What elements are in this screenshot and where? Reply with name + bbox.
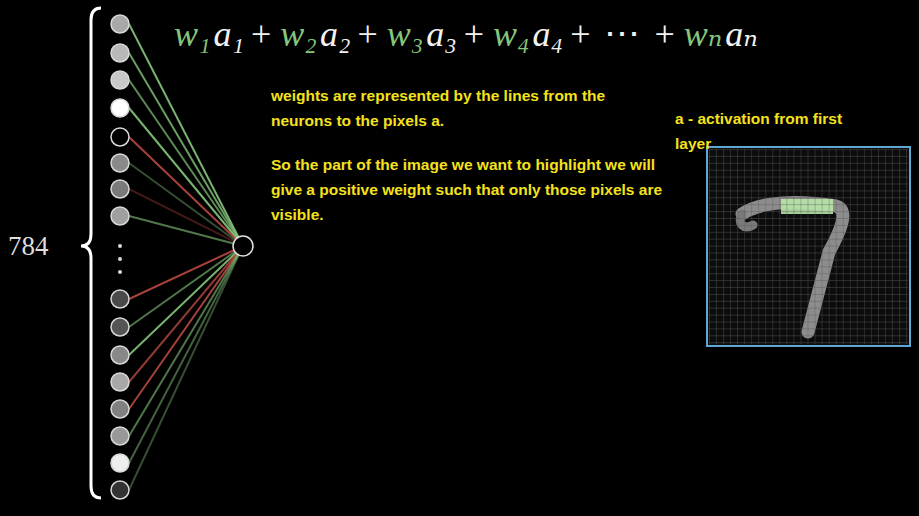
weight-symbol: wₙ [684,14,723,54]
ellipsis-dots [118,244,122,274]
formula-operator: + [570,14,590,54]
annotation-note: a - activation from first layer [675,106,871,156]
output-neuron [233,236,253,256]
annotation-note: weights are represented by the lines fro… [271,83,663,133]
formula-operator: + [251,14,271,54]
brace [81,8,101,498]
activation-symbol: aₙ [725,14,758,54]
weight-symbol: w₂ [280,14,317,54]
digit-image [707,147,910,346]
count-label: 784 [8,229,68,263]
activation-symbol: a₄ [533,14,564,54]
formula-operator: ⋯ [604,14,640,54]
weight-lines [129,24,243,490]
annotation-note: So the part of the image we want to high… [271,152,669,227]
input-neurons [111,15,129,499]
activation-symbol: a₂ [320,14,351,54]
weighted-sum-formula: w₁a₁+w₂a₂+w₃a₃+w₄a₄+⋯+wₙaₙ [172,14,758,54]
formula-operator: + [357,14,377,54]
activation-symbol: a₃ [426,14,457,54]
formula-operator: + [464,14,484,54]
weight-symbol: w₃ [387,14,424,54]
weight-symbol: w₄ [493,14,530,54]
formula-operator: + [654,14,674,54]
activation-symbol: a₁ [214,14,245,54]
weight-symbol: w₁ [174,14,211,54]
